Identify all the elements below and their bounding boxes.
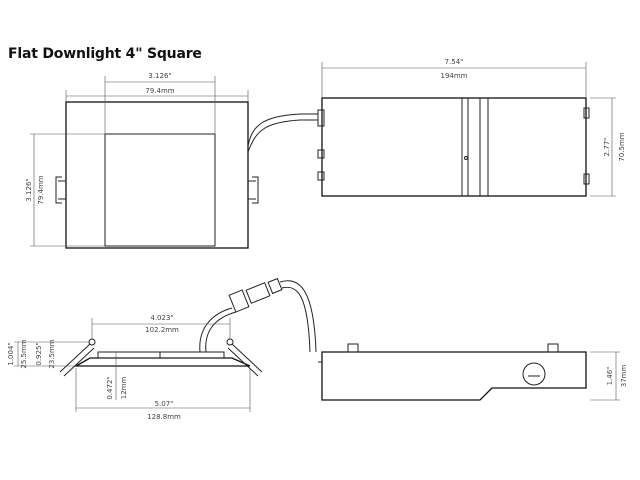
knockout-circle bbox=[522, 362, 546, 386]
cutout-mm: 102.2mm bbox=[145, 326, 179, 334]
side-height-mm: 79.4mm bbox=[37, 175, 45, 204]
left-spring-clip bbox=[55, 176, 66, 204]
trim-outline bbox=[65, 101, 249, 249]
cutout-inch: 4.023" bbox=[150, 314, 173, 322]
top-width-inch: 3.126" bbox=[148, 72, 171, 80]
housing-body bbox=[97, 351, 225, 359]
cable-top bbox=[247, 113, 318, 147]
driver-height-inch: 2.77" bbox=[603, 138, 611, 157]
driver-length-mm: 194mm bbox=[441, 72, 468, 80]
side-profile-view: 4.023" 102.2mm 5.07" 128.8mm 1.004" 25.5… bbox=[7, 277, 317, 421]
overall-inch: 5.07" bbox=[155, 400, 174, 408]
driver-height-mm: 70.5mm bbox=[618, 132, 626, 161]
body-depth-mm: 23.5mm bbox=[48, 339, 56, 368]
cable-connector bbox=[228, 277, 283, 313]
diagram-title: Flat Downlight 4" Square bbox=[8, 46, 202, 62]
flange-inch: 0.472" bbox=[106, 376, 114, 399]
driver-housing bbox=[321, 97, 587, 197]
top-width-mm: 79.4mm bbox=[145, 87, 174, 95]
driver-length-inch: 7.54" bbox=[445, 58, 464, 66]
connector-cable bbox=[279, 280, 317, 353]
overall-mm: 128.8mm bbox=[147, 413, 181, 421]
junction-box-outline bbox=[321, 351, 587, 401]
total-depth-mm: 25.5mm bbox=[20, 339, 28, 368]
driver-box-view: 7.54" 194mm 2.77" 70.5mm bbox=[317, 58, 626, 197]
front-view: 3.126" 79.4mm 3.126" 79.4mm bbox=[25, 72, 318, 249]
right-spring-clip bbox=[248, 176, 259, 204]
junction-box-view: 1.46" 37mm bbox=[318, 343, 628, 401]
total-depth-inch: 1.004" bbox=[7, 342, 15, 365]
trim-profile bbox=[73, 357, 251, 367]
lens-panel bbox=[104, 133, 216, 247]
cable-top-2 bbox=[247, 119, 318, 153]
right-spring bbox=[227, 343, 263, 377]
box-height-mm: 37mm bbox=[620, 365, 628, 388]
left-spring bbox=[59, 343, 95, 377]
side-height-inch: 3.126" bbox=[25, 178, 33, 201]
body-depth-inch: 0.925" bbox=[35, 342, 43, 365]
flange-mm: 12mm bbox=[120, 377, 128, 400]
box-height-inch: 1.46" bbox=[606, 367, 614, 386]
